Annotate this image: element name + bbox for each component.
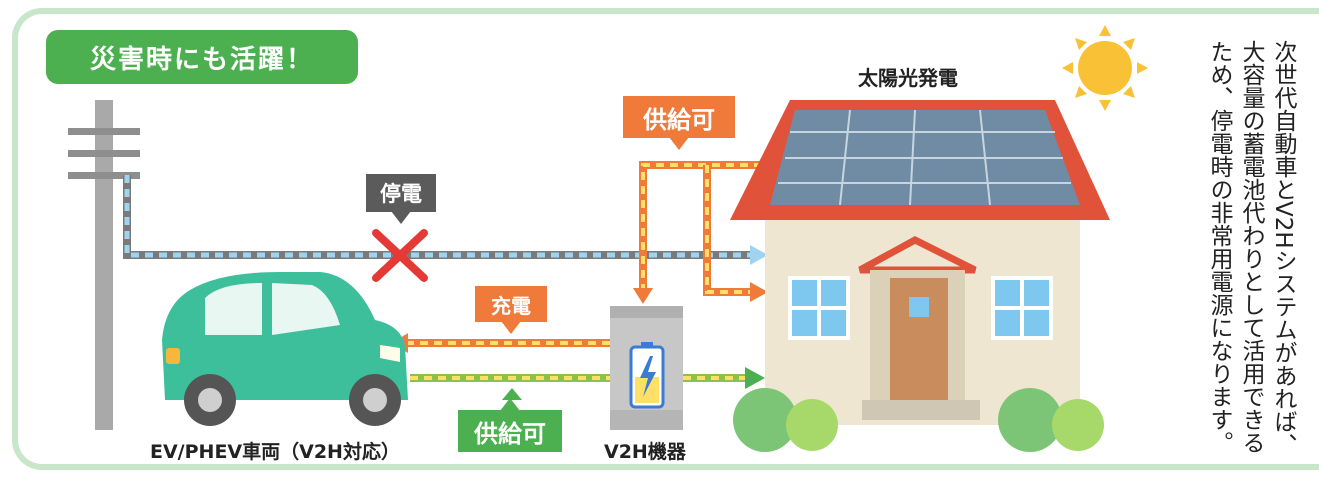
ev-label: EV/PHEV車両（V2H対応）: [150, 441, 400, 463]
v2h-label: V2H機器: [604, 441, 686, 463]
solar-label: 太陽光発電: [858, 66, 958, 90]
sun-icon: [1062, 25, 1148, 111]
charge-line: [392, 333, 610, 353]
v2h-device: [610, 306, 683, 430]
description-text: 次世代自動車とV2Hシステムがあれば、大容量の蓄電池代わりとして活用できるため、…: [1206, 40, 1296, 456]
car-supply-line: [410, 367, 765, 400]
outage-tag: 停電: [366, 174, 436, 212]
battery-icon: [629, 342, 665, 409]
solar-supply-line: [633, 161, 790, 304]
supply-available-tag-top: 供給可: [623, 96, 735, 138]
supply-available-tag-bottom: 供給可: [458, 410, 562, 452]
grid-power-line: [123, 175, 768, 265]
utility-pole: [68, 100, 140, 430]
house: [730, 100, 1110, 452]
page-title: 災害時にも活躍！: [46, 30, 358, 84]
charge-tag: 充電: [475, 286, 547, 322]
ev-car: [162, 272, 408, 426]
cross-icon: [372, 229, 428, 282]
solar-panel: [770, 109, 1080, 206]
